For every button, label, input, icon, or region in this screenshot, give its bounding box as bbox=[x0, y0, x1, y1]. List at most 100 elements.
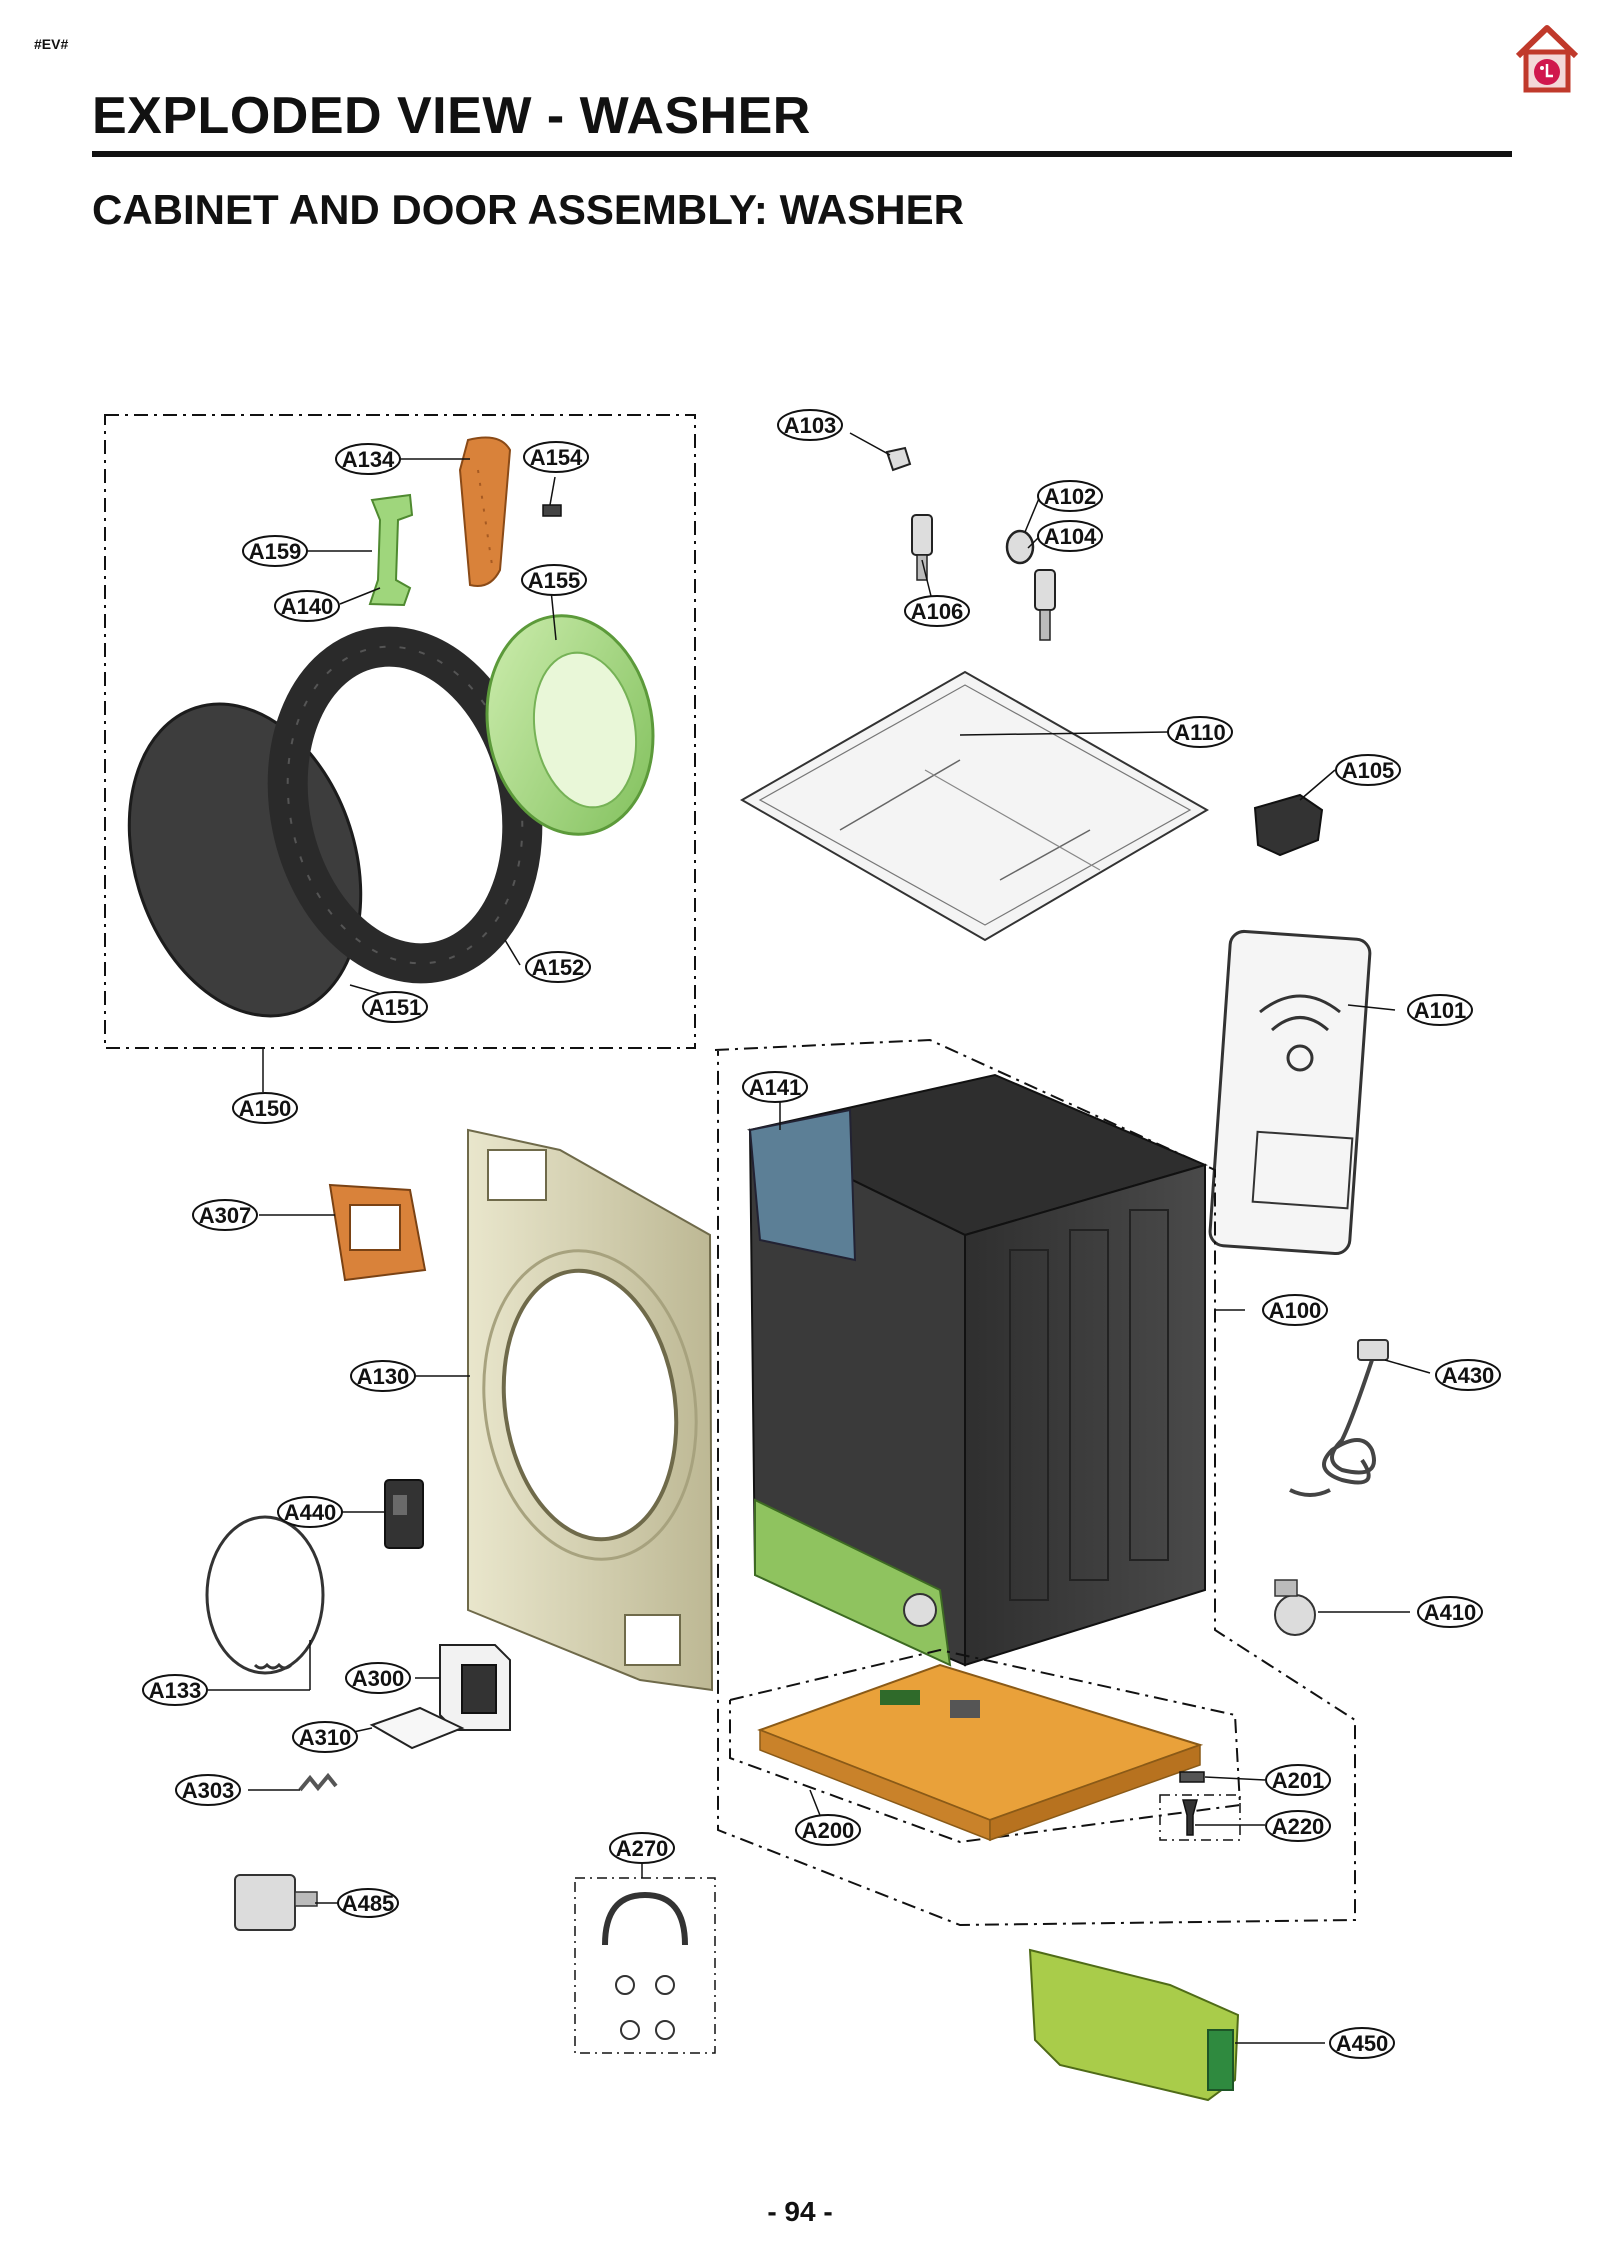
lower-frame-part bbox=[754, 1498, 952, 1667]
callout-A155: A155 bbox=[521, 564, 587, 596]
clamp-ring-part bbox=[205, 1515, 325, 1675]
callout-A101: A101 bbox=[1407, 994, 1473, 1026]
callout-A303: A303 bbox=[175, 1774, 241, 1806]
callout-A300: A300 bbox=[345, 1662, 411, 1694]
svg-text:A130: A130 bbox=[357, 1364, 410, 1389]
callout-A151: A151 bbox=[362, 991, 428, 1023]
door-handle-part bbox=[458, 436, 512, 587]
svg-text:A101: A101 bbox=[1414, 998, 1467, 1023]
callout-A133: A133 bbox=[142, 1674, 208, 1706]
door-hinge-part bbox=[368, 493, 414, 607]
plate-a310-part bbox=[369, 1706, 465, 1750]
back-panel-part bbox=[1208, 929, 1372, 1256]
leg-clip-part bbox=[1179, 1771, 1205, 1783]
svg-text:A140: A140 bbox=[281, 594, 334, 619]
svg-text:A141: A141 bbox=[749, 1075, 802, 1100]
svg-text:A159: A159 bbox=[249, 539, 302, 564]
svg-text:A201: A201 bbox=[1272, 1768, 1325, 1793]
door-glass-part bbox=[127, 702, 363, 1018]
svg-text:A450: A450 bbox=[1336, 2031, 1389, 2056]
callout-A200: A200 bbox=[795, 1814, 861, 1846]
svg-text:A430: A430 bbox=[1442, 1363, 1495, 1388]
svg-text:A310: A310 bbox=[299, 1725, 352, 1750]
svg-text:A150: A150 bbox=[239, 1096, 292, 1121]
base-group-outline bbox=[729, 1648, 1242, 1844]
spring-a303-part bbox=[298, 1772, 338, 1792]
svg-text:A134: A134 bbox=[342, 447, 395, 472]
svg-text:A151: A151 bbox=[369, 995, 422, 1020]
callout-A440: A440 bbox=[277, 1496, 343, 1528]
svg-text:A200: A200 bbox=[802, 1818, 855, 1843]
callout-A150: A150 bbox=[232, 1092, 298, 1124]
hose-guide-part bbox=[602, 1891, 688, 1946]
document-tag: #EV# bbox=[34, 36, 69, 52]
feet-part bbox=[615, 1975, 675, 2040]
svg-text:A410: A410 bbox=[1424, 1600, 1477, 1625]
svg-text:A106: A106 bbox=[911, 599, 964, 624]
control-pcb-part bbox=[1028, 1948, 1240, 2102]
callout-A103: A103 bbox=[777, 409, 843, 441]
clip-a103-part bbox=[885, 446, 912, 472]
svg-text:A133: A133 bbox=[149, 1678, 202, 1703]
callout-A100: A100 bbox=[1262, 1294, 1328, 1326]
clip-part bbox=[542, 504, 562, 517]
page-number: - 94 - bbox=[767, 2196, 833, 2227]
inlet-valve-part bbox=[1034, 569, 1056, 641]
callout-A485: A485 bbox=[337, 1888, 399, 1918]
callout-A105: A105 bbox=[1335, 754, 1401, 786]
svg-text:A154: A154 bbox=[530, 445, 583, 470]
svg-text:A303: A303 bbox=[182, 1778, 235, 1803]
callout-A130: A130 bbox=[350, 1360, 416, 1392]
svg-text:A104: A104 bbox=[1044, 524, 1097, 549]
svg-text:A110: A110 bbox=[1174, 720, 1225, 745]
callout-A270: A270 bbox=[609, 1832, 675, 1864]
pressure-switch-part bbox=[1274, 1594, 1316, 1636]
svg-text:A485: A485 bbox=[342, 1891, 395, 1916]
svg-text:A300: A300 bbox=[352, 1666, 405, 1691]
svg-text:A102: A102 bbox=[1044, 484, 1097, 509]
valve-bracket-part bbox=[1005, 529, 1035, 565]
cabinet-group-outline bbox=[714, 1038, 1356, 1927]
section-subtitle: CABINET AND DOOR ASSEMBLY: WASHER bbox=[92, 186, 964, 233]
page-title: EXPLODED VIEW - WASHER bbox=[92, 87, 811, 145]
switch-a485-part bbox=[234, 1874, 296, 1931]
cabinet-front-part bbox=[964, 1163, 1206, 1667]
feet-kit-box bbox=[574, 1877, 716, 2054]
callout-A106: A106 bbox=[904, 595, 970, 627]
callout-A159: A159 bbox=[242, 535, 308, 567]
callout-A430: A430 bbox=[1435, 1359, 1501, 1391]
callout-A110: A110 bbox=[1167, 716, 1233, 748]
svg-text:A220: A220 bbox=[1272, 1814, 1325, 1839]
callout-A201: A201 bbox=[1265, 1764, 1331, 1796]
callout-A102: A102 bbox=[1037, 480, 1103, 512]
callout-A152: A152 bbox=[525, 951, 591, 983]
svg-text:A307: A307 bbox=[199, 1203, 252, 1228]
base-frame-part bbox=[757, 1663, 1204, 1822]
svg-text:A440: A440 bbox=[284, 1500, 337, 1525]
svg-text:A152: A152 bbox=[532, 955, 585, 980]
callout-A450: A450 bbox=[1329, 2027, 1395, 2059]
inlet-valve-part bbox=[911, 514, 933, 581]
callout-A140: A140 bbox=[274, 590, 340, 622]
svg-text:A105: A105 bbox=[1342, 758, 1395, 783]
top-frame-part bbox=[748, 1108, 857, 1262]
bracket-a105-part bbox=[1253, 793, 1324, 857]
power-cord-part bbox=[1289, 1359, 1376, 1497]
leveling-leg-part bbox=[1182, 1799, 1198, 1836]
callout-A141: A141 bbox=[742, 1071, 808, 1103]
callout-A307: A307 bbox=[192, 1199, 258, 1231]
callout-A310: A310 bbox=[292, 1721, 358, 1753]
top-plate-part bbox=[739, 670, 1209, 942]
svg-text:A100: A100 bbox=[1269, 1298, 1322, 1323]
callout-A154: A154 bbox=[523, 441, 589, 473]
door-assembly-group-box bbox=[104, 414, 696, 1049]
svg-text:A270: A270 bbox=[616, 1836, 669, 1861]
svg-text:A155: A155 bbox=[528, 568, 581, 593]
callout-A410: A410 bbox=[1417, 1596, 1483, 1628]
title-divider bbox=[92, 151, 1512, 157]
callout-A134: A134 bbox=[335, 443, 401, 475]
lg-home-logo-icon bbox=[1512, 22, 1582, 94]
svg-text:A103: A103 bbox=[784, 413, 837, 438]
callout-A220: A220 bbox=[1265, 1810, 1331, 1842]
